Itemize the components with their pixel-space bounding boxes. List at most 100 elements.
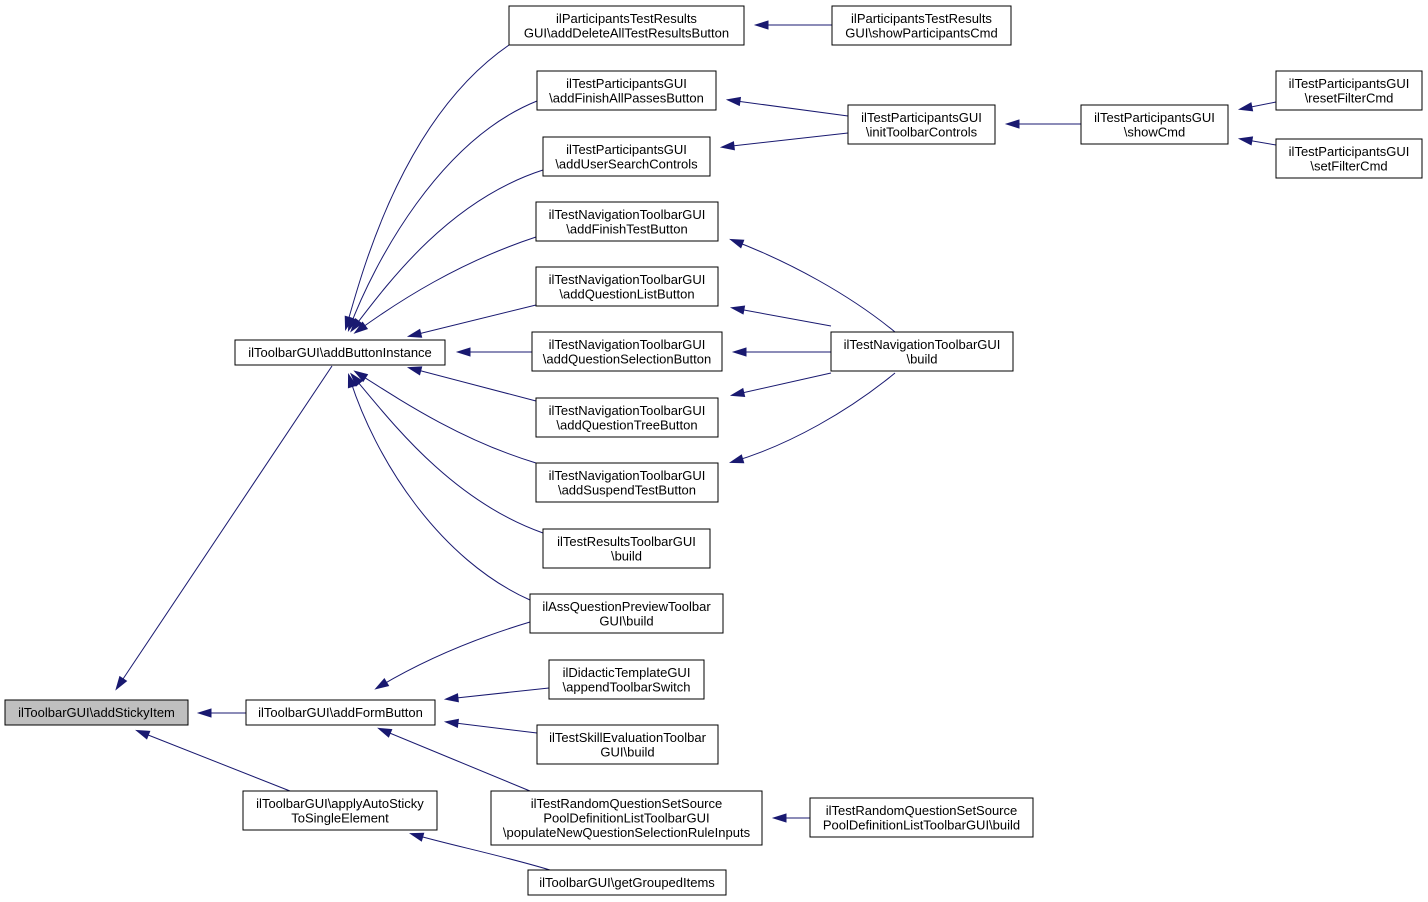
node-n16[interactable]: ilTestNavigationToolbarGUI\addQuestionTr… — [535, 397, 719, 438]
node-label-line: ilTestNavigationToolbarGUI — [844, 337, 1001, 352]
node-n9[interactable]: ilTestParticipantsGUI\resetFilterCmd — [1275, 70, 1423, 111]
node-label-line: GUI\build — [600, 744, 654, 759]
node-n11[interactable]: ilTestParticipantsGUI\addUserSearchContr… — [542, 136, 711, 177]
edge-line — [731, 372, 896, 463]
edge-line — [731, 239, 896, 333]
edge-n22-to-n2 — [377, 727, 531, 792]
arrowhead — [374, 678, 390, 690]
node-label-line: ilAssQuestionPreviewToolbar — [542, 599, 711, 614]
edge-n20-to-n2 — [443, 687, 550, 703]
edge-n10-to-n8 — [1237, 136, 1277, 146]
edge-line — [379, 728, 531, 792]
node-n8[interactable]: ilTestParticipantsGUI\showCmd — [1080, 104, 1229, 145]
arrowhead — [406, 328, 423, 338]
edge-n19-to-n2 — [374, 621, 531, 690]
node-label-line: ilTestNavigationToolbarGUI — [549, 272, 706, 287]
node-box — [535, 462, 719, 503]
edge-line — [728, 99, 849, 117]
node-box — [542, 136, 711, 177]
node-label-line: ilToolbarGUI\addButtonInstance — [248, 345, 432, 360]
node-n12[interactable]: ilTestNavigationToolbarGUI\addFinishTest… — [535, 201, 719, 242]
node-n0: ilToolbarGUI\addStickyItem — [4, 699, 189, 726]
node-label-line: \resetFilterCmd — [1305, 90, 1394, 105]
node-label-line: \initToolbarControls — [866, 124, 978, 139]
node-n5[interactable]: ilParticipantsTestResultsGUI\showPartici… — [831, 5, 1012, 46]
edge-n21-to-n2 — [443, 718, 538, 734]
edge-n13-to-n1 — [406, 304, 537, 338]
arrowhead — [353, 321, 369, 334]
edge-n3-to-n0 — [135, 729, 291, 792]
edge-n8-to-n7 — [1004, 119, 1081, 129]
node-label-line: GUI\showParticipantsCmd — [845, 25, 997, 40]
edge-line — [409, 304, 537, 337]
edge-n5-to-n4 — [753, 20, 832, 30]
node-box — [245, 699, 436, 726]
node-label-line: ToSingleElement — [291, 810, 389, 825]
node-box — [234, 339, 446, 366]
node-box — [536, 70, 717, 111]
edge-line — [137, 730, 291, 792]
node-label-line: \build — [611, 548, 642, 563]
edge-n2-to-n0 — [196, 708, 246, 718]
node-label-line: \addSuspendTestButton — [558, 482, 696, 497]
edge-line — [446, 721, 538, 734]
node-box — [847, 104, 996, 145]
node-n24[interactable]: ilToolbarGUI\getGroupedItems — [527, 869, 727, 896]
node-box — [535, 201, 719, 242]
node-box — [542, 528, 711, 569]
node-n2[interactable]: ilToolbarGUI\addFormButton — [245, 699, 436, 726]
edge-n24-to-n3 — [408, 832, 551, 871]
node-label-line: ilParticipantsTestResults — [556, 11, 697, 26]
node-n10[interactable]: ilTestParticipantsGUI\setFilterCmd — [1275, 138, 1423, 179]
node-n1[interactable]: ilToolbarGUI\addButtonInstance — [234, 339, 446, 366]
node-n20[interactable]: ilDidacticTemplateGUI\appendToolbarSwitc… — [548, 659, 705, 700]
node-label-line: ilTestParticipantsGUI — [1094, 110, 1215, 125]
node-box — [4, 699, 189, 726]
node-label-line: \showCmd — [1124, 124, 1185, 139]
node-n6[interactable]: ilTestParticipantsGUI\addFinishAllPasses… — [536, 70, 717, 111]
node-n22[interactable]: ilTestRandomQuestionSetSourcePoolDefinit… — [490, 790, 763, 846]
node-box — [535, 397, 719, 438]
arrowhead — [753, 20, 769, 30]
edge-line — [732, 307, 832, 327]
edge-line — [348, 100, 538, 330]
node-label-line: \appendToolbarSwitch — [563, 679, 691, 694]
edge-n18-to-n1 — [349, 372, 544, 534]
node-label-line: ilToolbarGUI\addStickyItem — [18, 705, 175, 720]
arrowhead — [350, 318, 363, 333]
node-label-line: \addQuestionTreeButton — [556, 417, 697, 432]
edge-line — [355, 236, 537, 333]
edge-n15-to-n12 — [729, 238, 896, 333]
node-label-line: \setFilterCmd — [1310, 158, 1387, 173]
edge-n15-to-n13 — [729, 305, 832, 327]
arrowhead — [719, 141, 735, 151]
edge-n15-to-n17 — [728, 372, 896, 464]
node-n18[interactable]: ilTestResultsToolbarGUI\build — [542, 528, 711, 569]
edge-n17-to-n1 — [353, 370, 537, 464]
edge-n4-to-n1 — [344, 44, 510, 332]
node-n7[interactable]: ilTestParticipantsGUI\initToolbarControl… — [847, 104, 996, 145]
node-n3[interactable]: ilToolbarGUI\applyAutoStickyToSingleElem… — [242, 790, 438, 831]
node-box — [535, 266, 719, 307]
node-n23[interactable]: ilTestRandomQuestionSetSourcePoolDefinit… — [809, 797, 1034, 838]
arrowhead — [729, 305, 746, 315]
edge-line — [348, 375, 531, 601]
node-n4[interactable]: ilParticipantsTestResultsGUI\addDeleteAl… — [508, 5, 745, 46]
node-n17[interactable]: ilTestNavigationToolbarGUI\addSuspendTes… — [535, 462, 719, 503]
node-box — [529, 593, 724, 634]
node-label-line: ilTestNavigationToolbarGUI — [549, 468, 706, 483]
node-n13[interactable]: ilTestNavigationToolbarGUI\addQuestionLi… — [535, 266, 719, 307]
edge-line — [116, 365, 333, 689]
edge-line — [355, 371, 537, 464]
edge-line — [351, 374, 544, 534]
arrowhead — [443, 718, 459, 729]
arrowhead — [406, 366, 423, 376]
node-label-line: ilToolbarGUI\applyAutoSticky — [256, 796, 424, 811]
node-label-line: ilTestResultsToolbarGUI — [557, 534, 696, 549]
node-n15[interactable]: ilTestNavigationToolbarGUI\build — [830, 331, 1014, 372]
node-label-line: ilTestNavigationToolbarGUI — [549, 337, 706, 352]
node-n14[interactable]: ilTestNavigationToolbarGUI\addQuestionSe… — [531, 331, 723, 372]
